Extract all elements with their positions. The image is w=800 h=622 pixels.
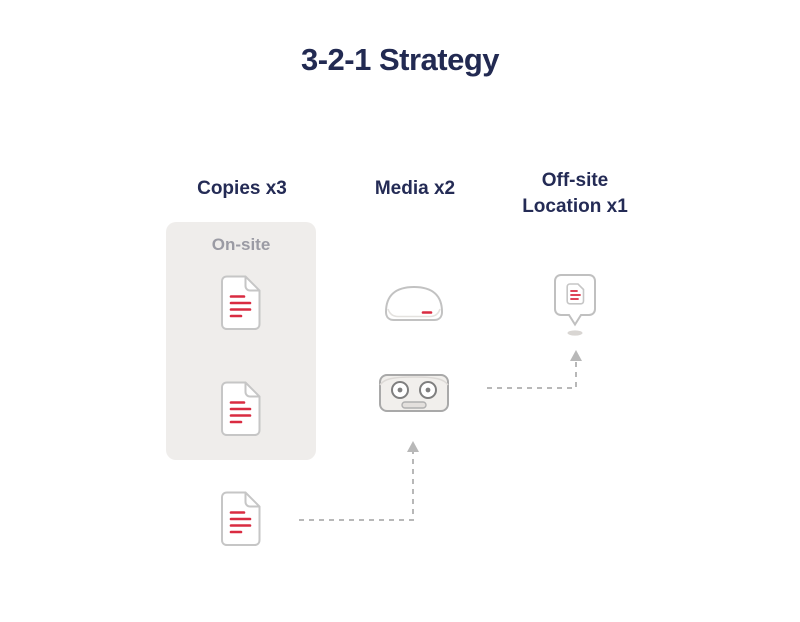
dashed-arrow-up — [299, 441, 419, 521]
column-header-copies: Copies x3 — [197, 178, 287, 199]
column-header-media: Media x2 — [374, 178, 456, 199]
document-icon — [219, 381, 263, 437]
location-pin-document-icon — [551, 272, 599, 338]
onsite-label: On-site — [211, 235, 271, 254]
tape-cartridge-icon — [378, 371, 450, 415]
column-header-offsite: Off-site Location x1 — [522, 170, 628, 217]
dashed-arrow-up — [487, 350, 582, 389]
page-title: 3-2-1 Strategy — [300, 42, 500, 77]
document-icon — [219, 275, 263, 331]
document-icon — [219, 491, 263, 547]
hard-drive-icon — [381, 276, 447, 324]
